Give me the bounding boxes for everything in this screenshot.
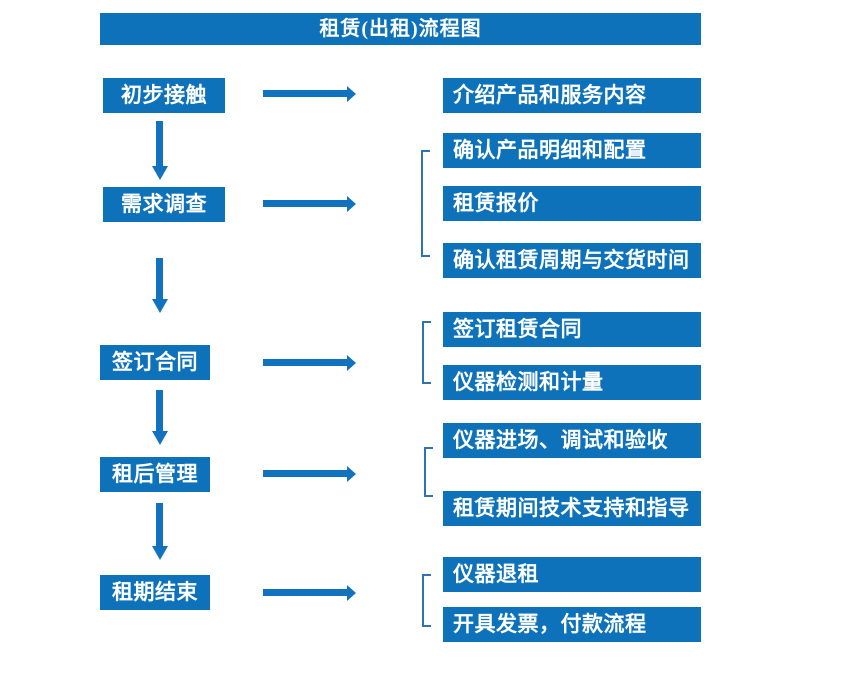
arrow-shaft: [263, 359, 347, 366]
arrow-shaft: [156, 503, 163, 546]
arrow-down-icon: [152, 390, 168, 445]
bracket-connector-group-2: [422, 321, 431, 384]
arrow-right-icon: [263, 355, 356, 371]
arrow-shaft: [263, 589, 347, 596]
arrow-head: [347, 355, 356, 371]
detail-box-sign-rental-contract: 签订租赁合同: [443, 312, 701, 347]
arrow-shaft: [263, 200, 347, 207]
detail-box-introduce-products-services: 介绍产品和服务内容: [443, 78, 701, 113]
bracket-connector-group-1: [421, 150, 430, 257]
arrow-head: [152, 299, 168, 313]
arrow-head: [347, 585, 356, 601]
detail-box-confirm-rental-period-delivery: 确认租赁周期与交货时间: [443, 243, 701, 278]
arrow-head: [152, 431, 168, 445]
arrow-shaft: [263, 90, 347, 97]
arrow-down-icon: [152, 503, 168, 560]
stage-box-rental-end: 租期结束: [100, 575, 210, 610]
stage-box-initial-contact: 初步接触: [103, 78, 225, 113]
stage-box-sign-contract: 签订合同: [100, 345, 210, 380]
arrow-head: [347, 196, 356, 212]
detail-box-instrument-return: 仪器退租: [443, 557, 701, 592]
detail-box-rental-quotation: 租赁报价: [443, 186, 701, 221]
detail-box-instrument-arrival-acceptance: 仪器进场、调试和验收: [443, 423, 701, 458]
arrow-head: [152, 166, 168, 180]
detail-box-rental-technical-support: 租赁期间技术支持和指导: [443, 491, 701, 526]
arrow-down-icon: [152, 121, 168, 180]
detail-box-invoice-payment-process: 开具发票，付款流程: [443, 607, 701, 642]
arrow-right-icon: [263, 196, 356, 212]
detail-box-confirm-product-details-config: 确认产品明细和配置: [443, 133, 701, 168]
bracket-connector-group-4: [422, 574, 431, 627]
arrow-shaft: [156, 390, 163, 431]
arrow-shaft: [156, 258, 163, 299]
arrow-head: [347, 466, 356, 482]
stage-box-demand-survey: 需求调查: [103, 187, 225, 222]
bracket-connector-group-3: [424, 447, 433, 497]
detail-box-instrument-testing-calibration: 仪器检测和计量: [443, 365, 701, 400]
arrow-down-icon: [152, 258, 168, 313]
arrow-right-icon: [263, 466, 356, 482]
arrow-head: [347, 86, 356, 102]
arrow-head: [152, 546, 168, 560]
arrow-shaft: [263, 470, 347, 477]
stage-box-post-rental-management: 租后管理: [100, 457, 210, 492]
flowchart-title: 租赁(出租)流程图: [100, 13, 701, 45]
arrow-right-icon: [263, 585, 356, 601]
arrow-right-icon: [263, 86, 356, 102]
arrow-shaft: [156, 121, 163, 166]
